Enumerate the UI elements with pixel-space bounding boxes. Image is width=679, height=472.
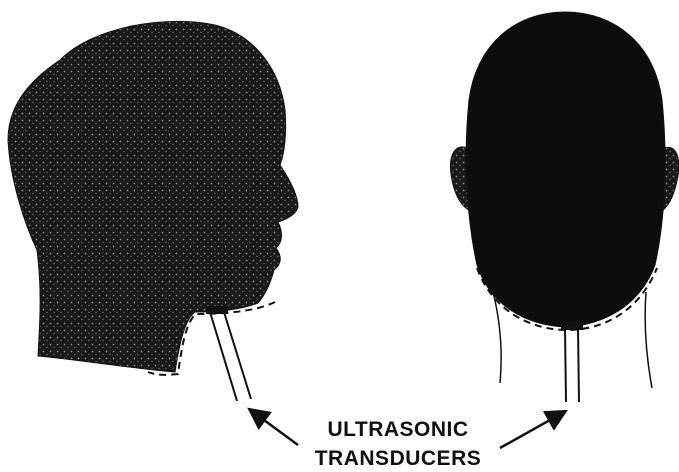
- rear-neck-right-line: [645, 292, 652, 388]
- side-head-silhouette: [8, 21, 298, 372]
- side-profile-head: [8, 21, 298, 401]
- side-transducer-wire: [224, 312, 251, 399]
- rear-neck-left-line: [493, 292, 501, 383]
- label-ultrasonic: ULTRASONIC: [327, 418, 468, 441]
- left-pointer-arrow: [249, 409, 298, 445]
- rear-head: [451, 12, 679, 402]
- rear-transducer-wire: [565, 328, 566, 402]
- rear-head-silhouette: [466, 12, 665, 327]
- label-transducers: TRANSDUCERS: [315, 447, 482, 470]
- rear-transducer-probe: [561, 322, 583, 330]
- side-transducer-probe: [206, 306, 228, 314]
- rear-transducer-wire: [578, 328, 579, 402]
- side-transducer-wire: [210, 312, 237, 401]
- right-pointer-arrow: [500, 411, 566, 448]
